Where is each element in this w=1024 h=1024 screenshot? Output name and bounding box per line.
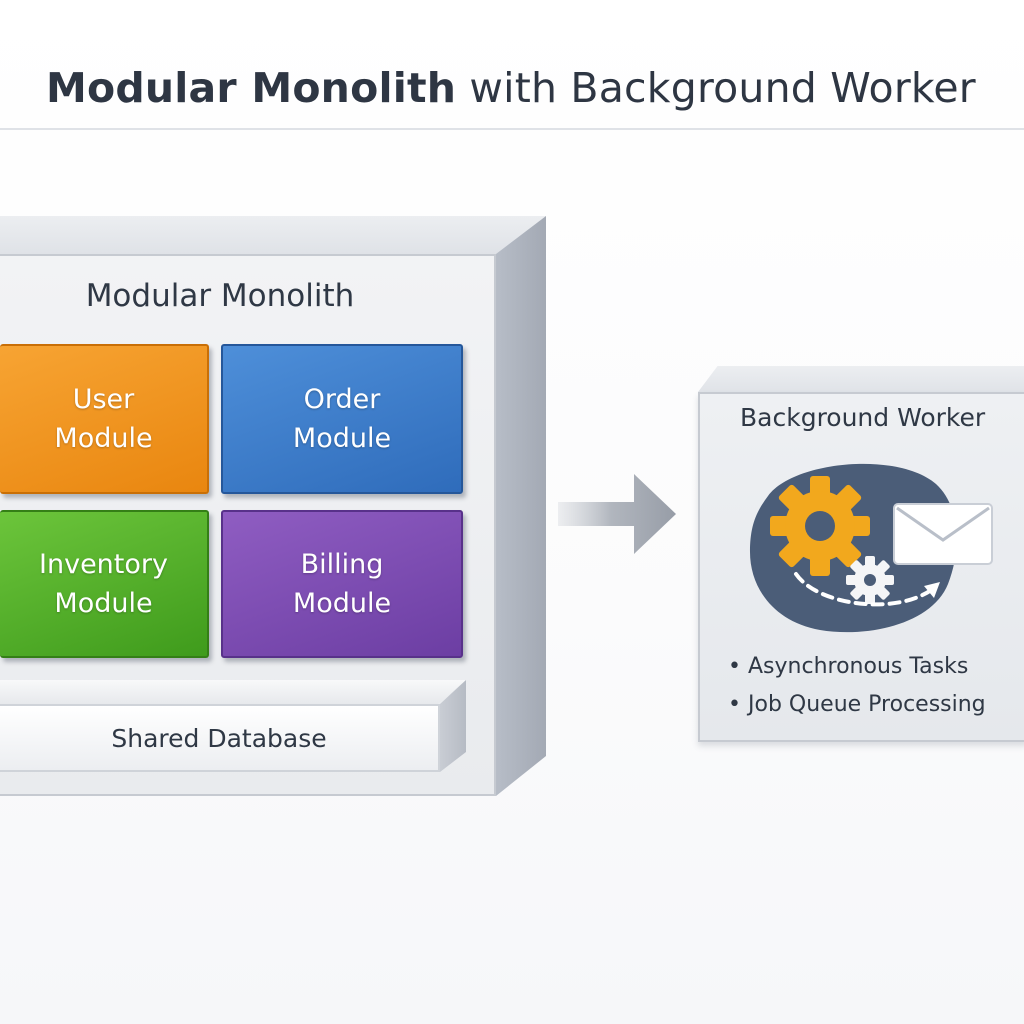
- monolith-box-top: [0, 216, 546, 254]
- worker-graphic: [750, 463, 993, 633]
- monolith-box-side: [496, 216, 546, 796]
- small-gear-icon: [846, 556, 894, 604]
- bullet-dot: •: [728, 692, 741, 717]
- bullet-dot: •: [728, 654, 741, 679]
- inventory-module: Inventory Module: [0, 510, 209, 658]
- order-module: Order Module: [221, 344, 463, 494]
- worker-title: Background Worker: [740, 403, 986, 432]
- monolith-title: Modular Monolith: [85, 278, 355, 314]
- title-regular: with Background Worker: [469, 64, 976, 112]
- title-divider: [0, 128, 1024, 130]
- page-title: Modular Monolith with Background Worker: [46, 64, 976, 112]
- worker-bullet-item: • Asynchronous Tasks: [728, 654, 968, 679]
- user-module: User Module: [0, 344, 209, 494]
- flow-arrow-icon: [558, 474, 676, 554]
- database-slab-top: [0, 680, 466, 704]
- worker-box-top: [698, 366, 1024, 392]
- title-bold: Modular Monolith: [46, 64, 457, 112]
- worker-bullet-item: • Job Queue Processing: [728, 692, 986, 717]
- gear-icon: [770, 476, 870, 576]
- bullet-text: Asynchronous Tasks: [748, 654, 969, 679]
- dashed-arrow-icon: [794, 572, 940, 607]
- bullet-text: Job Queue Processing: [748, 692, 986, 717]
- envelope-icon: [893, 503, 993, 565]
- billing-module: Billing Module: [221, 510, 463, 658]
- shared-database: Shared Database: [0, 704, 440, 772]
